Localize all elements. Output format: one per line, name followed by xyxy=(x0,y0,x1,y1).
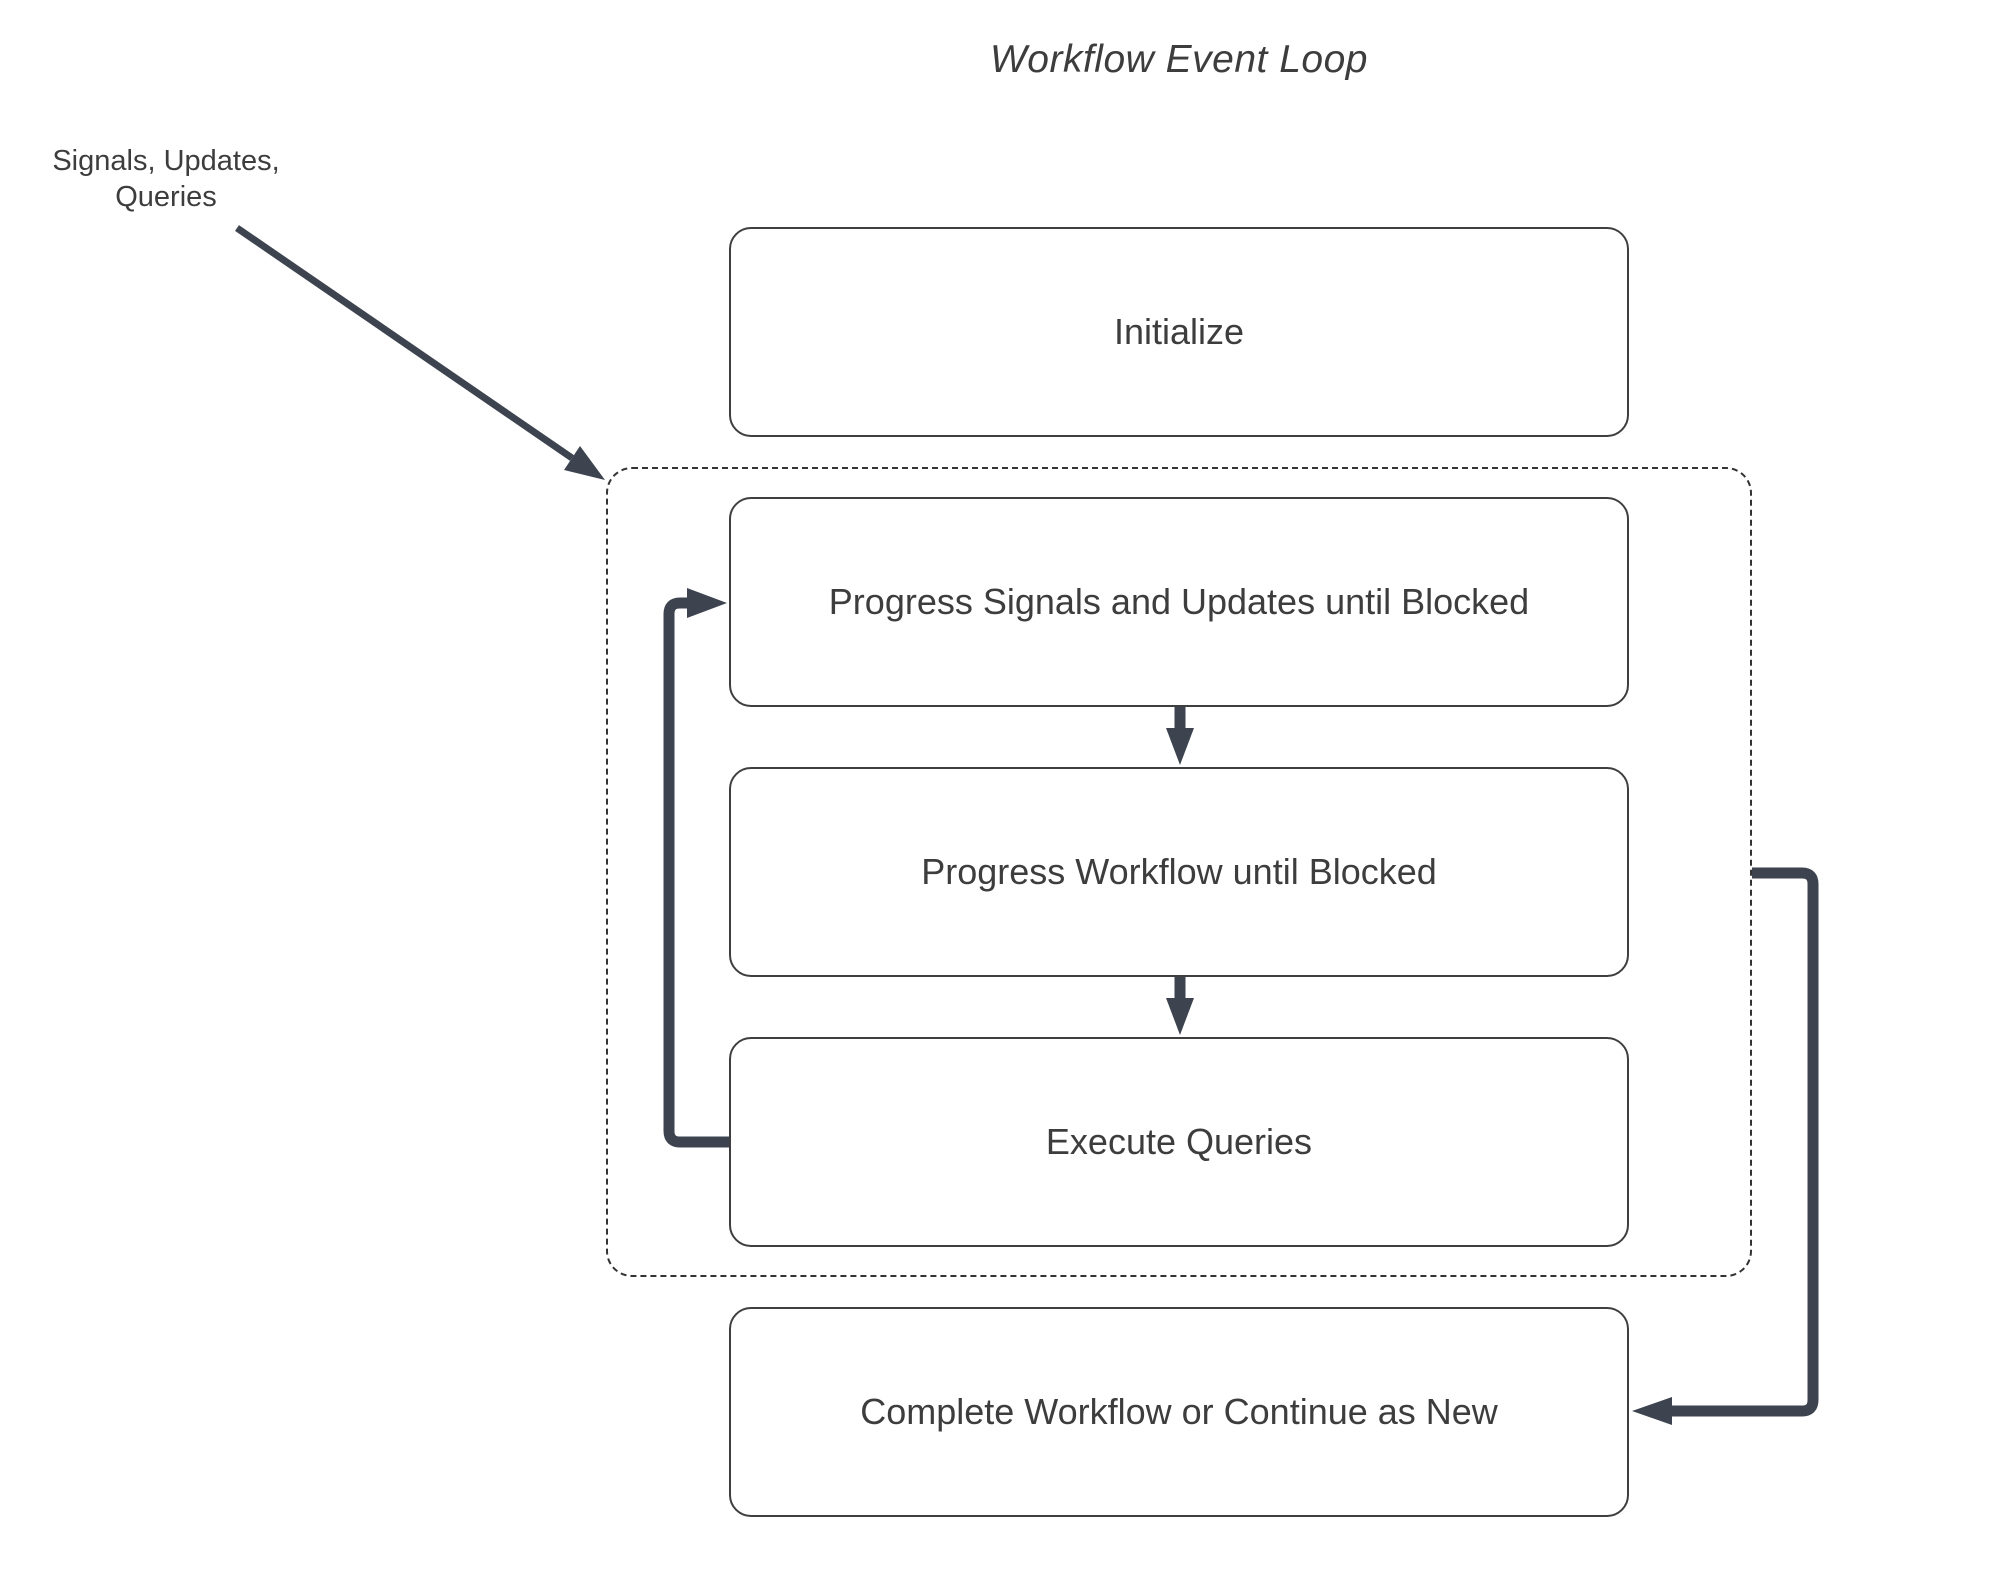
diagram-title: Workflow Event Loop xyxy=(989,38,1368,81)
loop-back-arrow xyxy=(663,588,730,1148)
node-complete-workflow: Complete Workflow or Continue as New xyxy=(729,1307,1629,1517)
node-execute-queries: Execute Queries xyxy=(729,1037,1629,1247)
node-progress-signals: Progress Signals and Updates until Block… xyxy=(729,497,1629,707)
annotation-arrow xyxy=(235,225,605,480)
node-complete-workflow-label: Complete Workflow or Continue as New xyxy=(860,1391,1498,1432)
node-execute-queries-label: Execute Queries xyxy=(1045,1121,1313,1162)
event-loop-group xyxy=(606,467,1752,1277)
node-progress-workflow-label: Progress Workflow until Blocked xyxy=(921,851,1437,892)
node-initialize: Initialize xyxy=(729,227,1629,437)
down-arrow-2 xyxy=(1166,977,1194,1035)
down-arrow-1 xyxy=(1166,707,1194,765)
node-progress-signals-label: Progress Signals and Updates until Block… xyxy=(828,581,1530,622)
group-to-complete-arrow xyxy=(1632,867,1819,1425)
node-initialize-label: Initialize xyxy=(1113,311,1245,352)
annotation-signals-updates-queries: Signals, Updates, Queries xyxy=(52,145,280,213)
node-progress-workflow: Progress Workflow until Blocked xyxy=(729,767,1629,977)
